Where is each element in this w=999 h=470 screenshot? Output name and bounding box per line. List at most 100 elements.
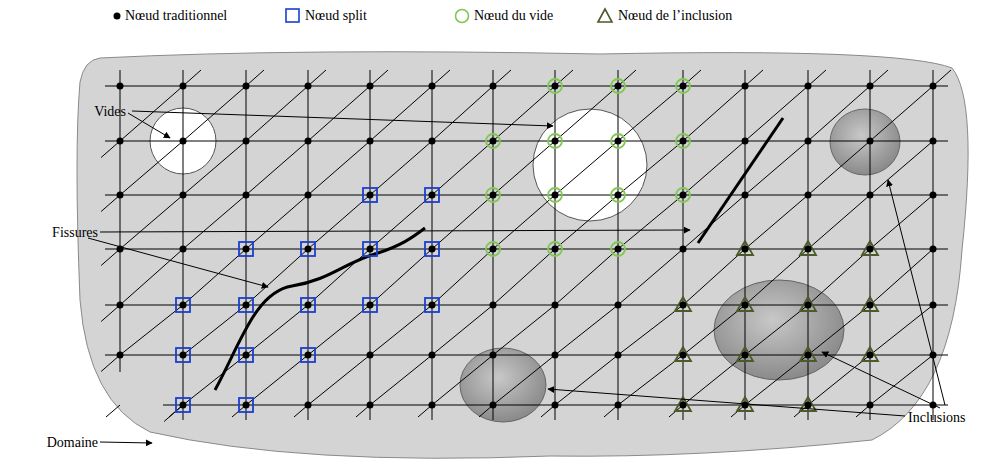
diagonal-line <box>183 355 246 405</box>
grid-line <box>105 249 948 250</box>
mesh-node <box>117 352 124 359</box>
diagonal-line <box>555 70 573 86</box>
diagonal-line <box>370 141 432 195</box>
mesh-node <box>742 192 749 199</box>
split-marker <box>239 348 253 362</box>
diagonal-line <box>555 141 618 195</box>
mesh-node <box>552 83 559 90</box>
diagonal-line <box>101 355 120 372</box>
mesh-node <box>180 192 187 199</box>
diagonal-line <box>432 195 493 249</box>
mesh-node <box>742 352 749 359</box>
split-marker <box>301 298 315 312</box>
mesh-node <box>615 246 622 253</box>
inclusion-marker <box>800 297 816 311</box>
split-marker <box>425 188 439 202</box>
mesh-node <box>680 352 687 359</box>
diagonal-line <box>745 86 808 141</box>
diagonal-line <box>370 249 432 305</box>
inclusion-marker <box>862 347 878 361</box>
mesh-node <box>867 246 874 253</box>
legend-dot <box>114 13 121 20</box>
diagonal-line <box>618 141 683 195</box>
diagonal-line <box>308 70 326 86</box>
diagonal-line <box>432 70 450 86</box>
leader-line <box>548 389 905 416</box>
inclusion-marker <box>800 241 816 255</box>
diagonal-line <box>308 355 370 405</box>
split-marker <box>301 348 315 362</box>
node-markers <box>117 79 937 412</box>
mesh-node <box>742 302 749 309</box>
mesh-node <box>367 83 374 90</box>
void-marker <box>611 79 625 93</box>
diagonal-line <box>101 249 120 266</box>
mesh-node <box>429 246 436 253</box>
diagonal-line <box>683 70 701 86</box>
inclusion <box>830 109 900 175</box>
leader-line <box>132 111 553 126</box>
diagonal-line <box>432 141 493 195</box>
diagonal-line <box>745 195 808 249</box>
mesh-node <box>930 192 937 199</box>
void-marker <box>676 134 690 148</box>
diagonal-line <box>308 195 370 249</box>
grid-line <box>683 70 684 420</box>
mesh-node <box>180 352 187 359</box>
diagonal-line <box>683 305 745 355</box>
mesh-node <box>180 302 187 309</box>
diagonal-line <box>555 195 618 249</box>
grid-line <box>870 70 871 420</box>
mesh-node <box>305 402 312 409</box>
diagonal-line <box>432 305 493 355</box>
grid-line <box>246 70 247 420</box>
diagonal-line <box>246 249 308 305</box>
diagonal-line <box>870 70 888 86</box>
mesh-node <box>490 352 497 359</box>
diagonal-line <box>101 305 120 322</box>
diagonal-line <box>870 249 933 305</box>
diagonal-line <box>808 141 870 195</box>
inclusion-marker <box>675 297 691 311</box>
grid-line <box>370 70 371 420</box>
mesh-node <box>490 246 497 253</box>
grid-line <box>183 70 184 420</box>
inclusion-marker <box>800 347 816 361</box>
split-marker <box>363 188 377 202</box>
split-marker <box>239 398 253 412</box>
mesh-node <box>930 83 937 90</box>
mesh-node <box>429 138 436 145</box>
mesh-node <box>552 138 559 145</box>
mesh-node <box>305 302 312 309</box>
leader-line <box>88 238 268 287</box>
mesh-node <box>243 246 250 253</box>
diagonal-line <box>808 355 870 405</box>
grid-line <box>308 70 309 420</box>
leader-line <box>888 180 945 405</box>
diagonal-line <box>308 141 370 195</box>
void-marker <box>548 188 562 202</box>
diagonal-line <box>432 355 493 405</box>
mesh-node <box>243 83 250 90</box>
diagonal-line <box>618 86 683 141</box>
mesh-node <box>742 246 749 253</box>
diagonal-line <box>683 249 745 305</box>
mesh-node <box>243 402 250 409</box>
mesh-node <box>615 402 622 409</box>
legend-label: Nœud split <box>305 8 367 23</box>
diagonal-line <box>246 195 308 249</box>
mesh-node <box>429 83 436 90</box>
region-label: Inclusions <box>908 410 966 425</box>
inclusion <box>714 280 844 380</box>
diagonal-line <box>493 70 511 86</box>
mesh-node <box>742 138 749 145</box>
mesh-node <box>180 402 187 409</box>
mesh-node <box>305 192 312 199</box>
mesh-node <box>243 302 250 309</box>
void-marker <box>676 188 690 202</box>
grid-line <box>618 70 619 420</box>
mesh-node <box>367 138 374 145</box>
diagonal-line <box>683 86 745 141</box>
